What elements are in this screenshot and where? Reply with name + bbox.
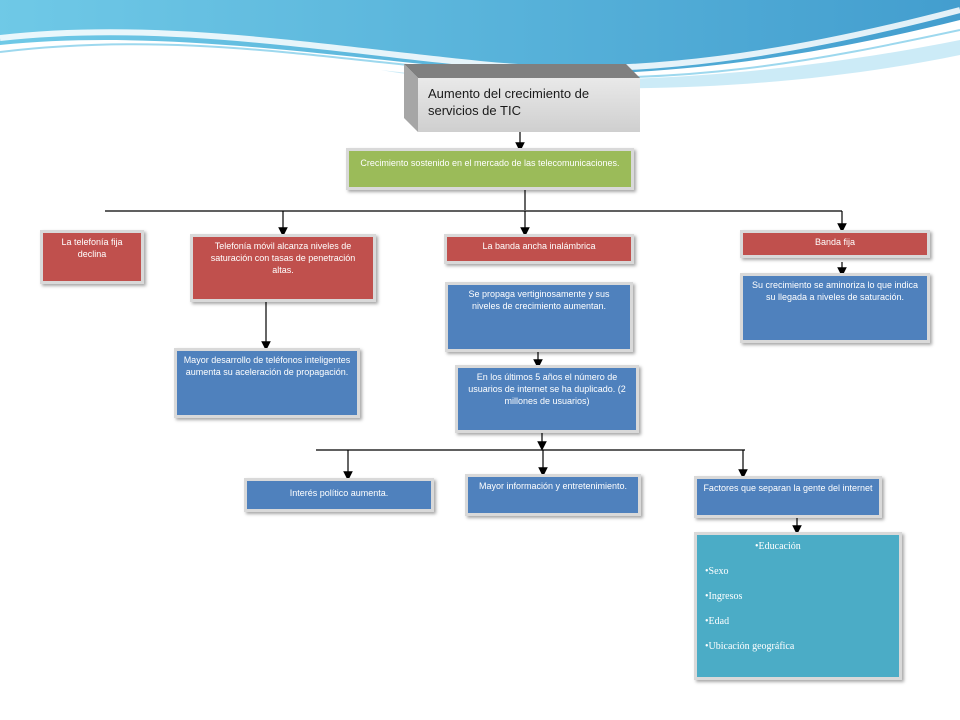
smartphones-box: Mayor desarrollo de teléfonos inteligent…: [174, 348, 360, 418]
bullet-icon: •: [705, 566, 709, 577]
factor-item: •Ubicación geográfica: [705, 641, 795, 652]
factors-list: •Educación •Sexo •Ingresos •Edad •Ubicac…: [705, 541, 891, 653]
title-box: Aumento del crecimiento de servicios de …: [404, 64, 640, 132]
title-box-bevel-left: [404, 64, 418, 132]
fixed-broadband-box: Banda fija: [740, 230, 930, 258]
internet-divide-box: Factores que separan la gente del intern…: [694, 476, 882, 518]
bullet-icon: •: [705, 616, 709, 627]
mobile-box: Telefonía móvil alcanza niveles de satur…: [190, 234, 376, 302]
bullet-icon: •: [705, 641, 709, 652]
fixed-decline-box: La telefonía fija declina: [40, 230, 144, 284]
bullet-icon: •: [755, 541, 759, 552]
page-title: Aumento del crecimiento de servicios de …: [418, 78, 640, 132]
internet-users-box: En los últimos 5 años el número de usuar…: [455, 365, 639, 433]
factor-item: •Educación: [755, 541, 801, 552]
factor-item: •Sexo: [705, 566, 729, 577]
wireless-growth-box: Se propaga vertiginosamente y sus nivele…: [445, 282, 633, 352]
information-box: Mayor información y entretenimiento.: [465, 474, 641, 516]
growth-box: Crecimiento sostenido en el mercado de l…: [346, 148, 634, 190]
fixed-broadband-growth-box: Su crecimiento se aminoriza lo que indic…: [740, 273, 930, 343]
title-box-bevel-top: [404, 64, 640, 78]
wireless-box: La banda ancha inalámbrica: [444, 234, 634, 264]
bullet-icon: •: [705, 591, 709, 602]
factors-box: •Educación •Sexo •Ingresos •Edad •Ubicac…: [694, 532, 902, 680]
political-interest-box: Interés político aumenta.: [244, 478, 434, 512]
factor-item: •Ingresos: [705, 591, 743, 602]
factor-item: •Edad: [705, 616, 730, 627]
